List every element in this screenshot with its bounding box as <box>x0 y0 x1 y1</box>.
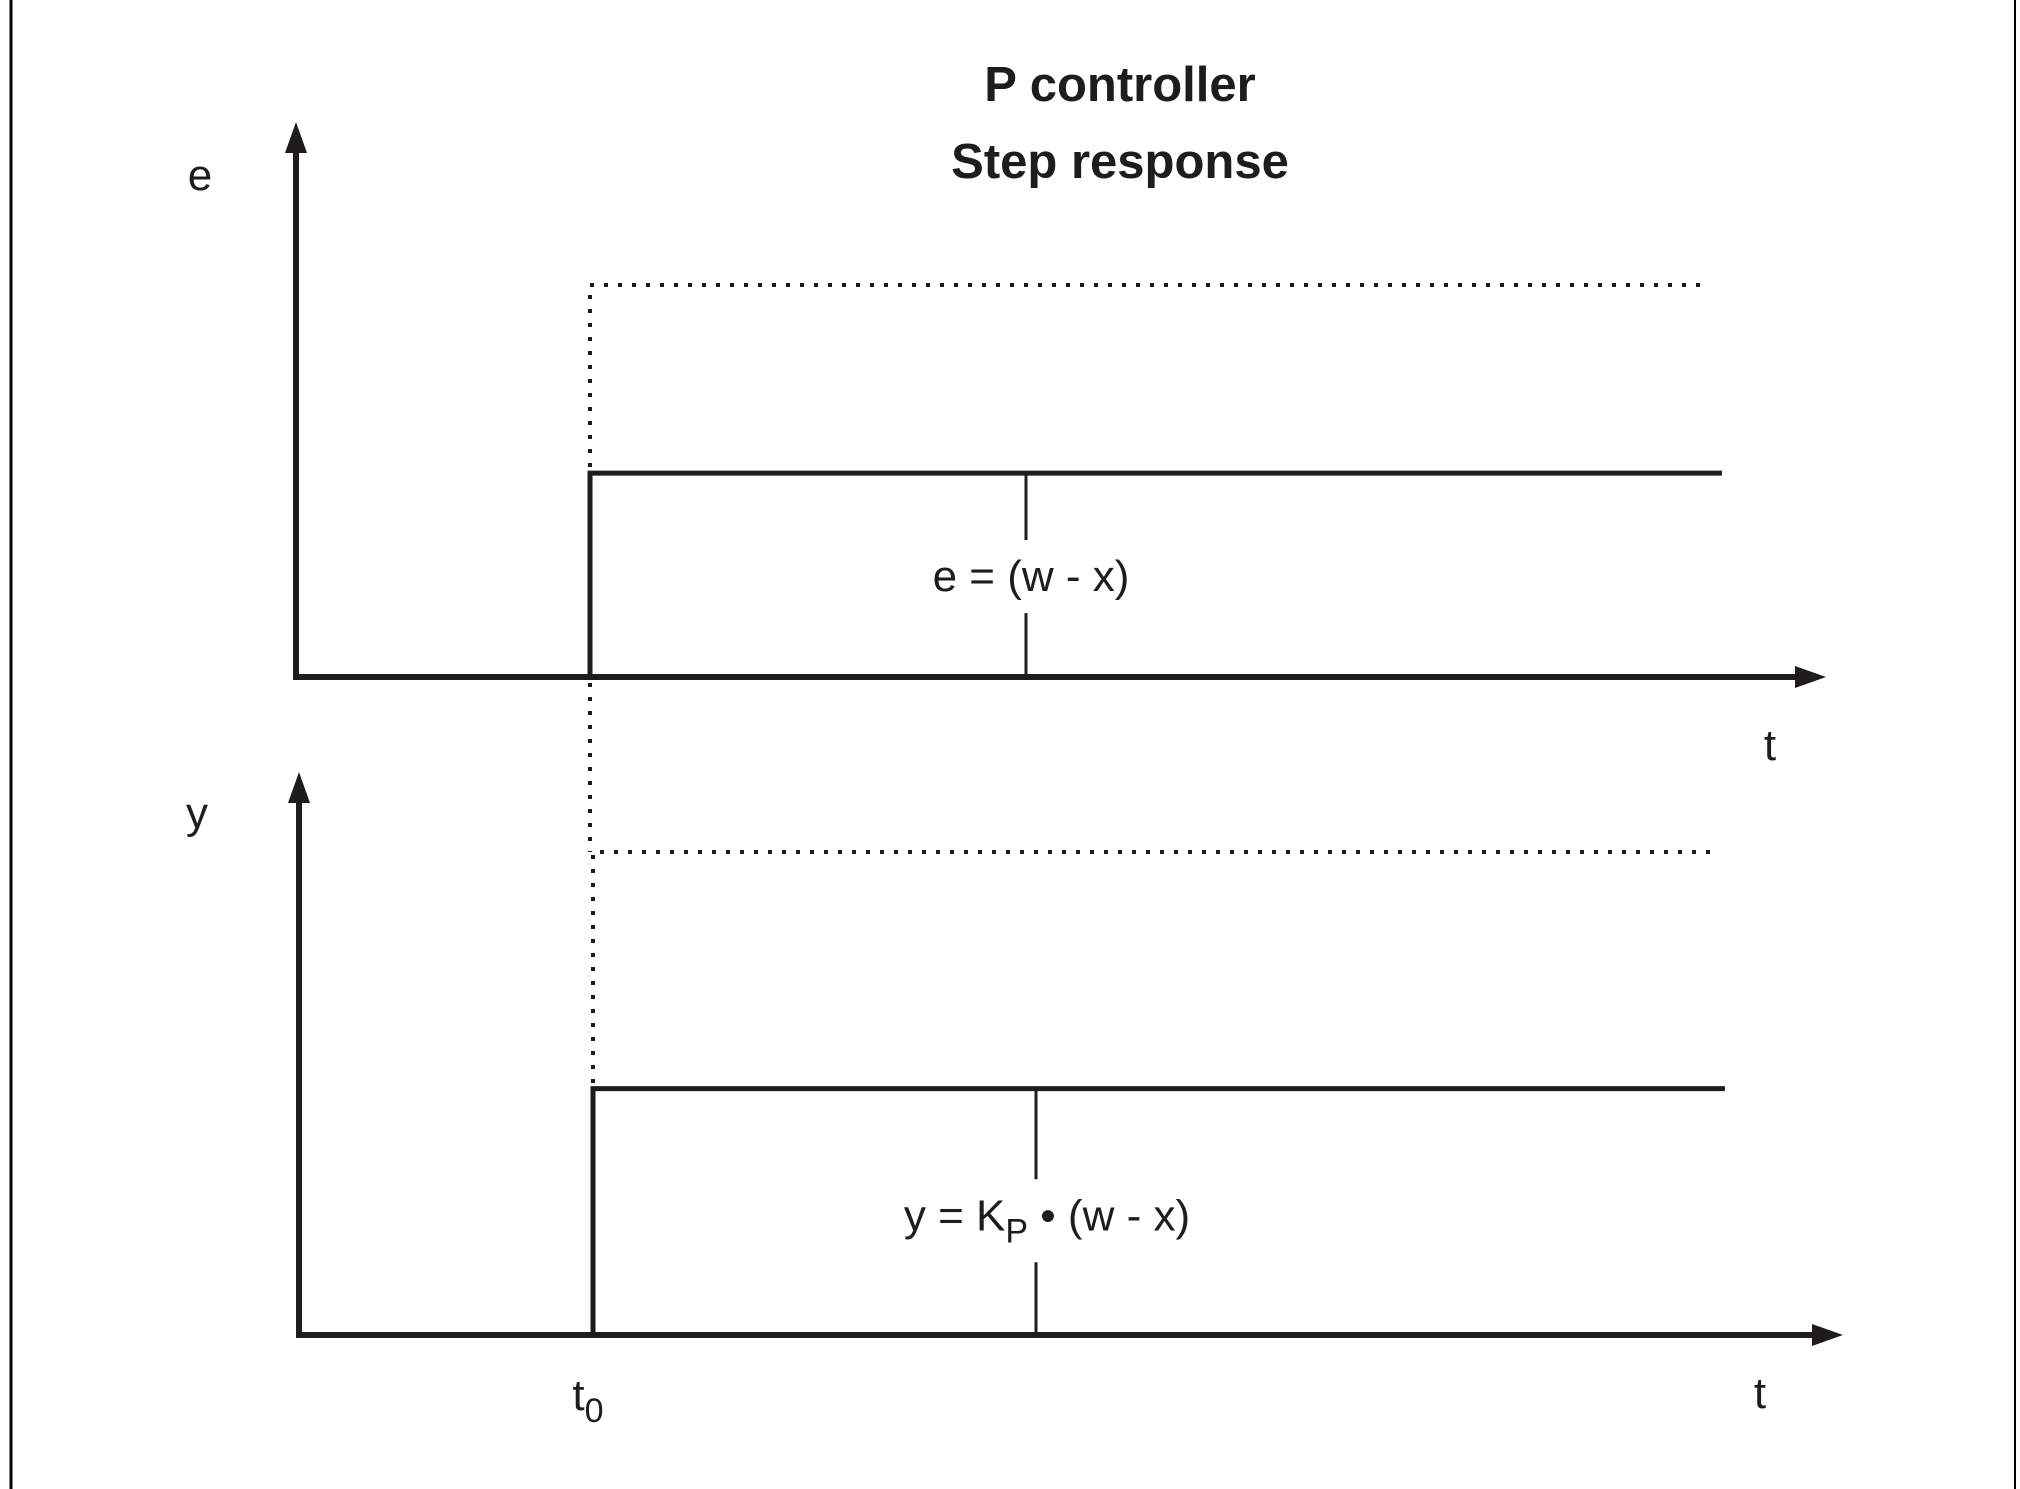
error-response-line <box>296 470 1722 680</box>
x-axis-arrow-icon <box>1812 1324 1843 1346</box>
t-axis-label-top: t <box>1764 721 1776 770</box>
chart-title: P controller <box>984 58 1255 112</box>
e-axis-label: e <box>188 151 212 200</box>
error-panel: e t e = (w - x) <box>188 122 1826 852</box>
chart-subtitle: Step response <box>951 135 1289 189</box>
x-axis-arrow-icon <box>1795 666 1826 688</box>
t0-label: t0 <box>572 1371 603 1430</box>
y-axis-label: y <box>186 789 208 838</box>
output-annotation: y = KP • (w - x) <box>899 1179 1195 1263</box>
output-formula-label: y = KP • (w - x) <box>904 1191 1190 1250</box>
error-annotation: e = (w - x) <box>928 540 1134 614</box>
output-reference-line <box>591 850 1711 1335</box>
t-axis-label-bottom: t <box>1754 1369 1766 1418</box>
error-formula-label: e = (w - x) <box>933 552 1130 601</box>
y-axis-arrow-icon <box>285 122 307 153</box>
error-reference-line <box>588 283 1708 677</box>
y-axis-arrow-icon <box>288 772 310 803</box>
output-panel: y t y = KP • (w - x) t0 <box>186 772 1843 1430</box>
output-response-line <box>299 1086 1725 1338</box>
